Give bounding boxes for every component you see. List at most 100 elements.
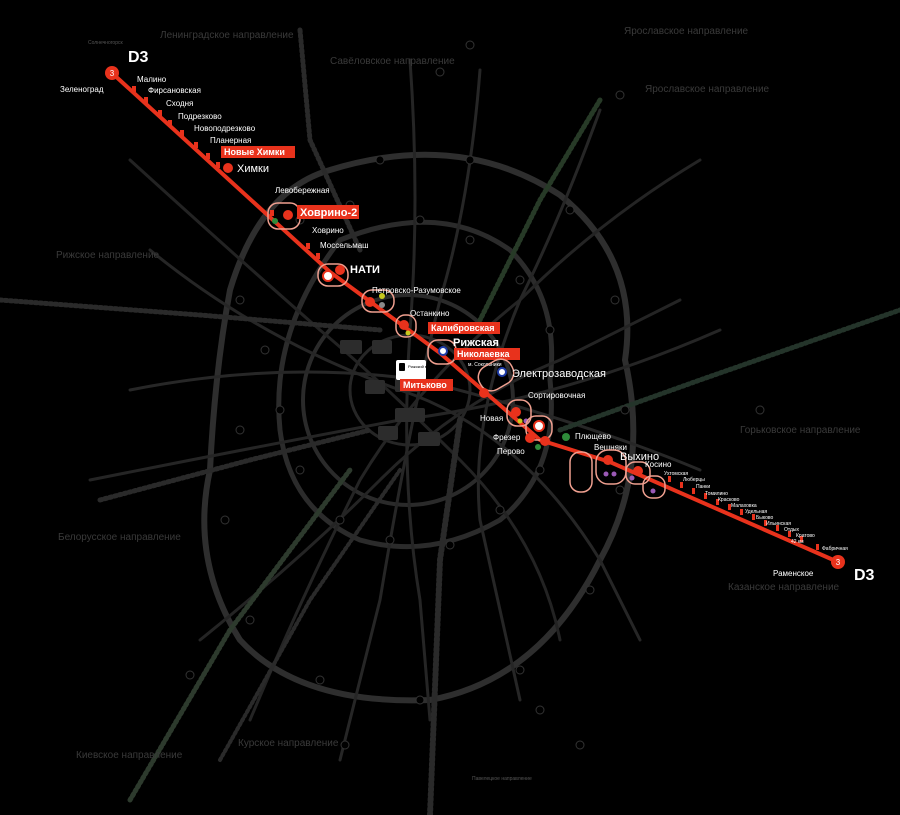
station-dot-petrovsko [365, 297, 375, 307]
outer-ring [201, 151, 637, 704]
metro-dot-petrovsko-b [379, 302, 385, 308]
transfer-kosino [625, 461, 651, 485]
rail-southwest [127, 467, 353, 803]
station-dot-kosino [633, 466, 643, 476]
station-tomilino: Томилино [705, 491, 728, 497]
dir-gorky: Горьковское направление [740, 425, 861, 436]
dir-yaroslavl-top: Ярославское направление [624, 26, 749, 37]
station-vykhino: Выхино [620, 451, 659, 463]
metro-radial-7 [476, 108, 602, 702]
nw-ticks [132, 86, 320, 259]
station-planernaya: Планерная [210, 136, 251, 145]
label-bg-novye-khimki [221, 146, 295, 158]
rail-south [427, 417, 463, 815]
transfer-veshnyaki [569, 451, 593, 493]
station-dot-perovo [540, 436, 550, 446]
transfer-frezer [525, 415, 553, 441]
dim-station-dots [185, 40, 765, 750]
d3-badge-end [831, 555, 845, 569]
station-mosselmash: Моссельмаш [320, 241, 369, 250]
station-panki: Панки [696, 484, 710, 490]
metro-radial-1 [148, 248, 642, 642]
d3-badge-start [105, 66, 119, 80]
label-bg-nikolaevka [454, 348, 520, 360]
station-dot-khovrino2 [283, 210, 293, 220]
dir-savelovo: Савёловское направление [330, 56, 455, 67]
transfer-petrovsko [361, 289, 395, 313]
station-sokolniki: м. Сокольники [468, 362, 502, 368]
station-perovo: Перово [497, 447, 525, 456]
station-mitkovo: Митьково [403, 380, 447, 390]
metro-dot-ukhtomskaya [650, 488, 656, 494]
station-veshnyaki: Вешняки [594, 443, 627, 452]
metro-dot-sortirovochnaya-a [517, 418, 523, 424]
transfer-vykhino [595, 449, 627, 485]
label-bg-kalibrovskaya [428, 322, 500, 334]
station-khimki: Химки [237, 163, 269, 175]
d3-center: Сортировочная Новая Фрезер Перово Плющев… [480, 391, 672, 499]
station-42km: 42 км [791, 539, 804, 545]
station-dot-sortirovochnaya [511, 407, 521, 417]
dir-riga: Рижское направление [56, 250, 160, 261]
station-ramenskoe: Раменское [773, 569, 814, 578]
dir-belarus: Белорусское направление [58, 532, 181, 543]
station-ukhtomskaya: Ухтомская [664, 471, 688, 477]
rail-east [557, 307, 900, 433]
station-rizhsky-vokzal: Рижский вокзал [408, 364, 438, 369]
station-zelenograd: Зеленоград [60, 85, 104, 94]
metro-dot-kosino [629, 475, 635, 481]
station-malino: Малино [137, 75, 167, 84]
station-plyushchevo: Плющево [575, 432, 612, 441]
station-khovrino: Ховрино [312, 226, 344, 235]
dir-kursk: Курское направление [238, 738, 339, 749]
station-udelnaya: Удельная [745, 509, 767, 515]
d3-name-end: D3 [854, 567, 875, 584]
dir-kiev: Киевское направление [76, 750, 183, 761]
dir-kazan: Казанское направление [728, 582, 840, 593]
dir-yaroslavl: Ярославское направление [645, 84, 770, 95]
station-petrovsko: Петровско-Разумовское [372, 286, 461, 295]
station-elektrozavodskaya: Электрозаводская [512, 368, 606, 380]
metro-dot-plyushchevo [562, 433, 570, 441]
d3-name-start: D3 [128, 49, 149, 66]
transfer-nati [317, 263, 349, 287]
mcd-dot-nati [322, 270, 334, 282]
metro-dot-elektrozavodskaya [497, 367, 507, 377]
station-ostankino: Останкино [410, 309, 450, 318]
transfer-ostankino [395, 314, 417, 338]
label-bg-mitkovo [400, 379, 453, 391]
station-dot-ostankino [399, 320, 409, 330]
metro-dot-vykhino-a [603, 471, 609, 477]
station-novopodrezkovo: Новоподрезково [194, 124, 256, 133]
station-nikolaevka: Николаевка [457, 349, 510, 359]
station-malakhovka: Малаховка [731, 503, 757, 509]
se-ticks [668, 476, 819, 550]
direction-labels: Ленинградское направление Савёловское на… [56, 26, 861, 782]
station-novaya: Новая [480, 414, 503, 423]
rail-west [0, 297, 383, 333]
transfer-ukhtomskaya [642, 475, 666, 499]
mcd-dot-frezer [533, 420, 545, 432]
station-kalibrovskaya: Калибровская [431, 323, 495, 333]
metro-dot-khovrino [272, 218, 278, 224]
rail-southwest2 [97, 427, 373, 503]
train-icon [399, 363, 405, 371]
station-podrezkovo: Подрезково [178, 112, 222, 121]
transfer-elektrozavodskaya [477, 358, 515, 392]
transfer-sortirovochnaya [506, 399, 532, 427]
mcc-ring [276, 219, 555, 550]
station-novye-khimki: Новые Химки [224, 147, 285, 157]
d3-badge-start-num: 3 [110, 69, 115, 78]
station-otdykh: Отдых [784, 527, 800, 533]
station-dot-vykhino [603, 455, 613, 465]
station-kosino: Косино [645, 460, 672, 469]
background-network [0, 27, 900, 815]
label-bg-khovrino2 [297, 205, 359, 219]
station-nati: НАТИ [350, 264, 380, 276]
station-lyubertsy: Люберцы [683, 477, 705, 483]
metro-dot-rizhskaya [438, 346, 448, 356]
station-levoberezhnaya: Левобережная [275, 186, 330, 195]
metro-dot-petrovsko-a [379, 293, 385, 299]
rail-northeast [477, 97, 603, 323]
